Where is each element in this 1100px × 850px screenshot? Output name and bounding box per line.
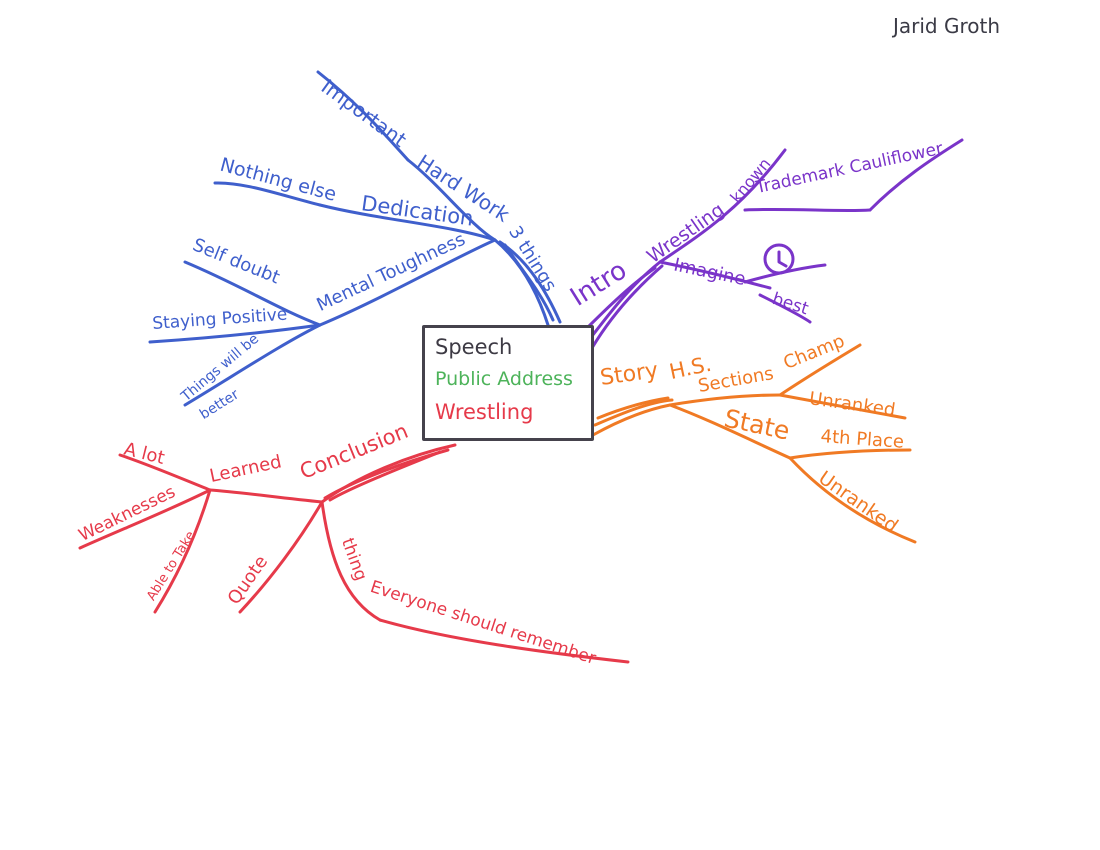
blue-line-dedication: [318, 203, 497, 242]
red-line-learned: [208, 488, 324, 504]
orange-trunk: [591, 403, 672, 437]
red-branch-lines: [78, 443, 630, 664]
blue-branch-lines: [148, 70, 562, 407]
red-line-weak: [78, 488, 212, 550]
orange-line-state: [668, 403, 792, 460]
purple-line-imagine-tail: [743, 263, 827, 284]
purple-line-wrestling: [658, 148, 787, 264]
purple-line-cauliflower: [868, 138, 964, 212]
orange-line-4th: [788, 448, 912, 460]
purple-trunk-2: [590, 264, 664, 350]
purple-line-trademark: [743, 207, 872, 213]
blue-line-staying: [148, 323, 322, 344]
blue-trunk: [493, 238, 550, 327]
blue-line-things: [183, 323, 322, 407]
red-line-alot: [118, 453, 212, 492]
red-line-everyone: [378, 618, 630, 664]
blue-line-nothing: [213, 181, 322, 207]
orange-trunk-3: [596, 396, 670, 420]
blue-line-selfdoubt: [183, 260, 322, 327]
orange-line-hs: [668, 393, 782, 407]
blue-line-hardwork: [406, 158, 497, 242]
central-topic-box: Speech Public Address Wrestling: [422, 325, 594, 441]
orange-line-unranked: [778, 393, 907, 420]
blue-trunk-3: [503, 243, 555, 322]
purple-line-imagine: [658, 260, 772, 290]
orange-line-unranked2: [788, 456, 917, 544]
orange-branch-lines: [591, 343, 917, 544]
blue-line-mental: [318, 238, 497, 327]
blue-line-important: [316, 70, 410, 162]
red-line-quote: [238, 500, 324, 614]
red-trunk-3: [328, 450, 442, 502]
orange-line-champ: [778, 343, 862, 397]
orange-trunk-2: [593, 398, 674, 427]
red-line-able: [153, 488, 212, 614]
red-line-thing: [320, 500, 382, 622]
purple-line-best: [758, 293, 812, 324]
central-topic-speech: Speech: [435, 335, 513, 359]
purple-branch-lines: [578, 138, 964, 350]
purple-clock-icon: [763, 243, 795, 275]
central-topic-public-address: Public Address: [435, 368, 573, 390]
author-name: Jarid Groth: [893, 14, 1001, 38]
purple-clock-hands: [777, 250, 788, 268]
central-topic-wrestling: Wrestling: [435, 400, 534, 424]
